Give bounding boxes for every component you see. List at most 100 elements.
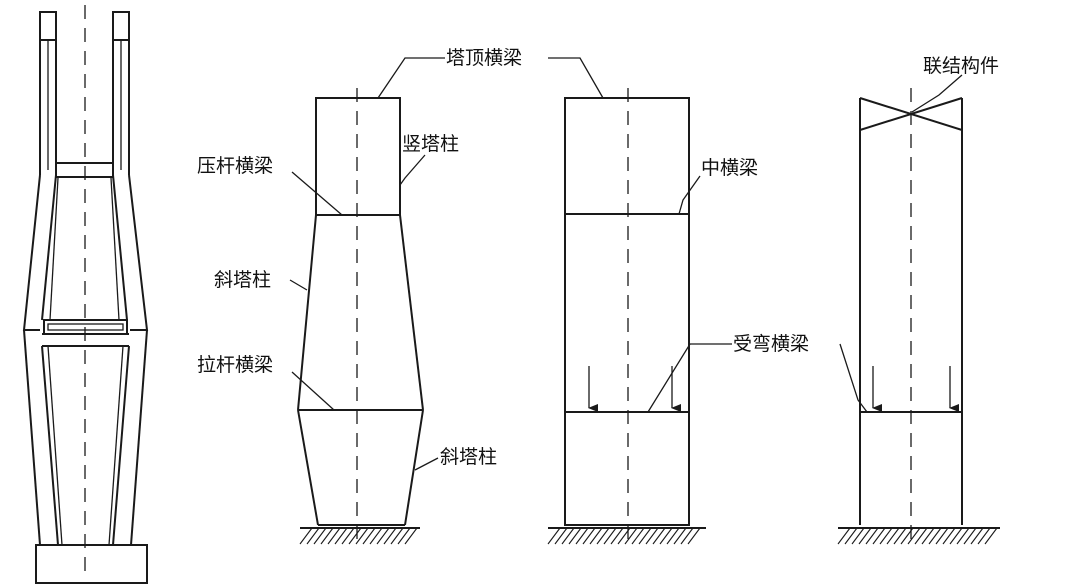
left-inclined-lower — [297, 409, 319, 526]
hatch-stroke — [907, 527, 921, 545]
leader-lines — [289, 57, 963, 471]
tower-type-c — [837, 88, 1000, 545]
hatch-stroke — [575, 527, 589, 545]
hatch-stroke — [547, 527, 561, 545]
shaft-right-lower — [108, 345, 124, 546]
hatch-stroke — [865, 527, 879, 545]
hatch-stroke — [942, 527, 956, 545]
shaft-right-upper — [110, 177, 120, 321]
tower-type-b — [547, 88, 706, 545]
hatch-stroke — [404, 527, 418, 545]
label-vertical-column: 竖塔柱 — [402, 133, 459, 155]
leader-middle-beam — [678, 175, 701, 215]
hatch-stroke — [851, 527, 865, 545]
ground-hatch-c — [837, 527, 998, 545]
hatch-stroke — [306, 527, 320, 545]
leader-vertical-column — [399, 154, 426, 186]
hatch-stroke — [554, 527, 568, 545]
right-inclined-lower — [404, 409, 424, 526]
hatch-stroke — [568, 527, 582, 545]
leader-top-beam-b — [548, 57, 604, 99]
label-bending-beam: 受弯横梁 — [733, 333, 809, 355]
hatch-stroke — [603, 527, 617, 545]
hatch-stroke — [376, 527, 390, 545]
hatch-stroke — [624, 527, 638, 545]
hatch-stroke — [879, 527, 893, 545]
hatch-stroke — [369, 527, 383, 545]
hatch-stroke — [949, 527, 963, 545]
label-tension-beam: 拉杆横梁 — [197, 354, 273, 376]
left-outer-leg-upper — [22, 174, 41, 331]
left-top-post — [39, 11, 57, 41]
rect-tower-body — [564, 97, 690, 526]
right-inclined-upper — [399, 214, 424, 411]
leader-bending-beam-c — [839, 343, 868, 413]
label-middle-beam: 中横梁 — [701, 157, 758, 179]
right-outer-leg-upper — [128, 174, 149, 331]
tower-side-elevation — [22, 5, 149, 584]
hatch-stroke — [963, 527, 977, 545]
label-top-beam: 塔顶横梁 — [446, 47, 522, 69]
right-top-post — [112, 11, 130, 41]
leader-tension-beam — [291, 371, 335, 411]
hatch-stroke — [596, 527, 610, 545]
label-inclined-column-upper: 斜塔柱 — [214, 269, 271, 291]
hatch-stroke — [610, 527, 624, 545]
hatch-stroke — [935, 527, 949, 545]
leader-inclined-lower — [414, 457, 439, 471]
hatch-stroke — [844, 527, 858, 545]
hatch-stroke — [928, 527, 942, 545]
hatch-stroke — [631, 527, 645, 545]
hatch-stroke — [680, 527, 694, 545]
hatch-stroke — [561, 527, 575, 545]
hatch-stroke — [687, 527, 701, 545]
hatch-stroke — [893, 527, 907, 545]
hatch-stroke — [858, 527, 872, 545]
hatch-stroke — [390, 527, 404, 545]
right-inner-leg-lower — [112, 345, 130, 546]
label-compression-beam: 压杆横梁 — [197, 155, 273, 177]
ground-hatch-b — [547, 527, 701, 545]
hatch-stroke — [970, 527, 984, 545]
hatch-stroke — [921, 527, 935, 545]
shaft-left-lower — [47, 345, 63, 546]
right-inner-leg-upper — [112, 174, 128, 321]
left-inner-leg-lower — [41, 345, 59, 546]
hatch-stroke — [617, 527, 631, 545]
hatch-stroke — [872, 527, 886, 545]
base-pedestal — [35, 544, 148, 584]
hatch-stroke — [334, 527, 348, 545]
hatch-stroke — [977, 527, 991, 545]
hatch-stroke — [383, 527, 397, 545]
leader-inclined-upper — [289, 279, 308, 291]
labels: 塔顶横梁 竖塔柱 压杆横梁 斜塔柱 拉杆横梁 斜塔柱 中横梁 受弯横梁 联结构件 — [197, 47, 999, 468]
hatch-stroke — [984, 527, 998, 545]
leader-top-beam-a — [377, 57, 445, 99]
shaft-left-upper — [49, 177, 59, 321]
hatch-stroke — [582, 527, 596, 545]
hatch-stroke — [348, 527, 362, 545]
leader-connecting-member — [911, 74, 963, 113]
hatch-stroke — [355, 527, 369, 545]
hatch-stroke — [327, 527, 341, 545]
label-connecting-member: 联结构件 — [923, 55, 999, 77]
hatch-stroke — [341, 527, 355, 545]
hatch-stroke — [589, 527, 603, 545]
hatch-stroke — [956, 527, 970, 545]
hatch-stroke — [397, 527, 411, 545]
hatch-stroke — [362, 527, 376, 545]
tower-type-a — [297, 88, 424, 545]
vertical-column-body — [315, 97, 401, 216]
hatch-stroke — [900, 527, 914, 545]
right-outer-leg-lower — [130, 329, 148, 546]
hatch-stroke — [666, 527, 680, 545]
hatch-stroke — [299, 527, 313, 545]
hatch-stroke — [659, 527, 673, 545]
hatch-stroke — [313, 527, 327, 545]
left-inclined-upper — [297, 214, 317, 411]
hatch-stroke — [886, 527, 900, 545]
leader-bending-beam-b — [647, 343, 732, 413]
hatch-stroke — [320, 527, 334, 545]
